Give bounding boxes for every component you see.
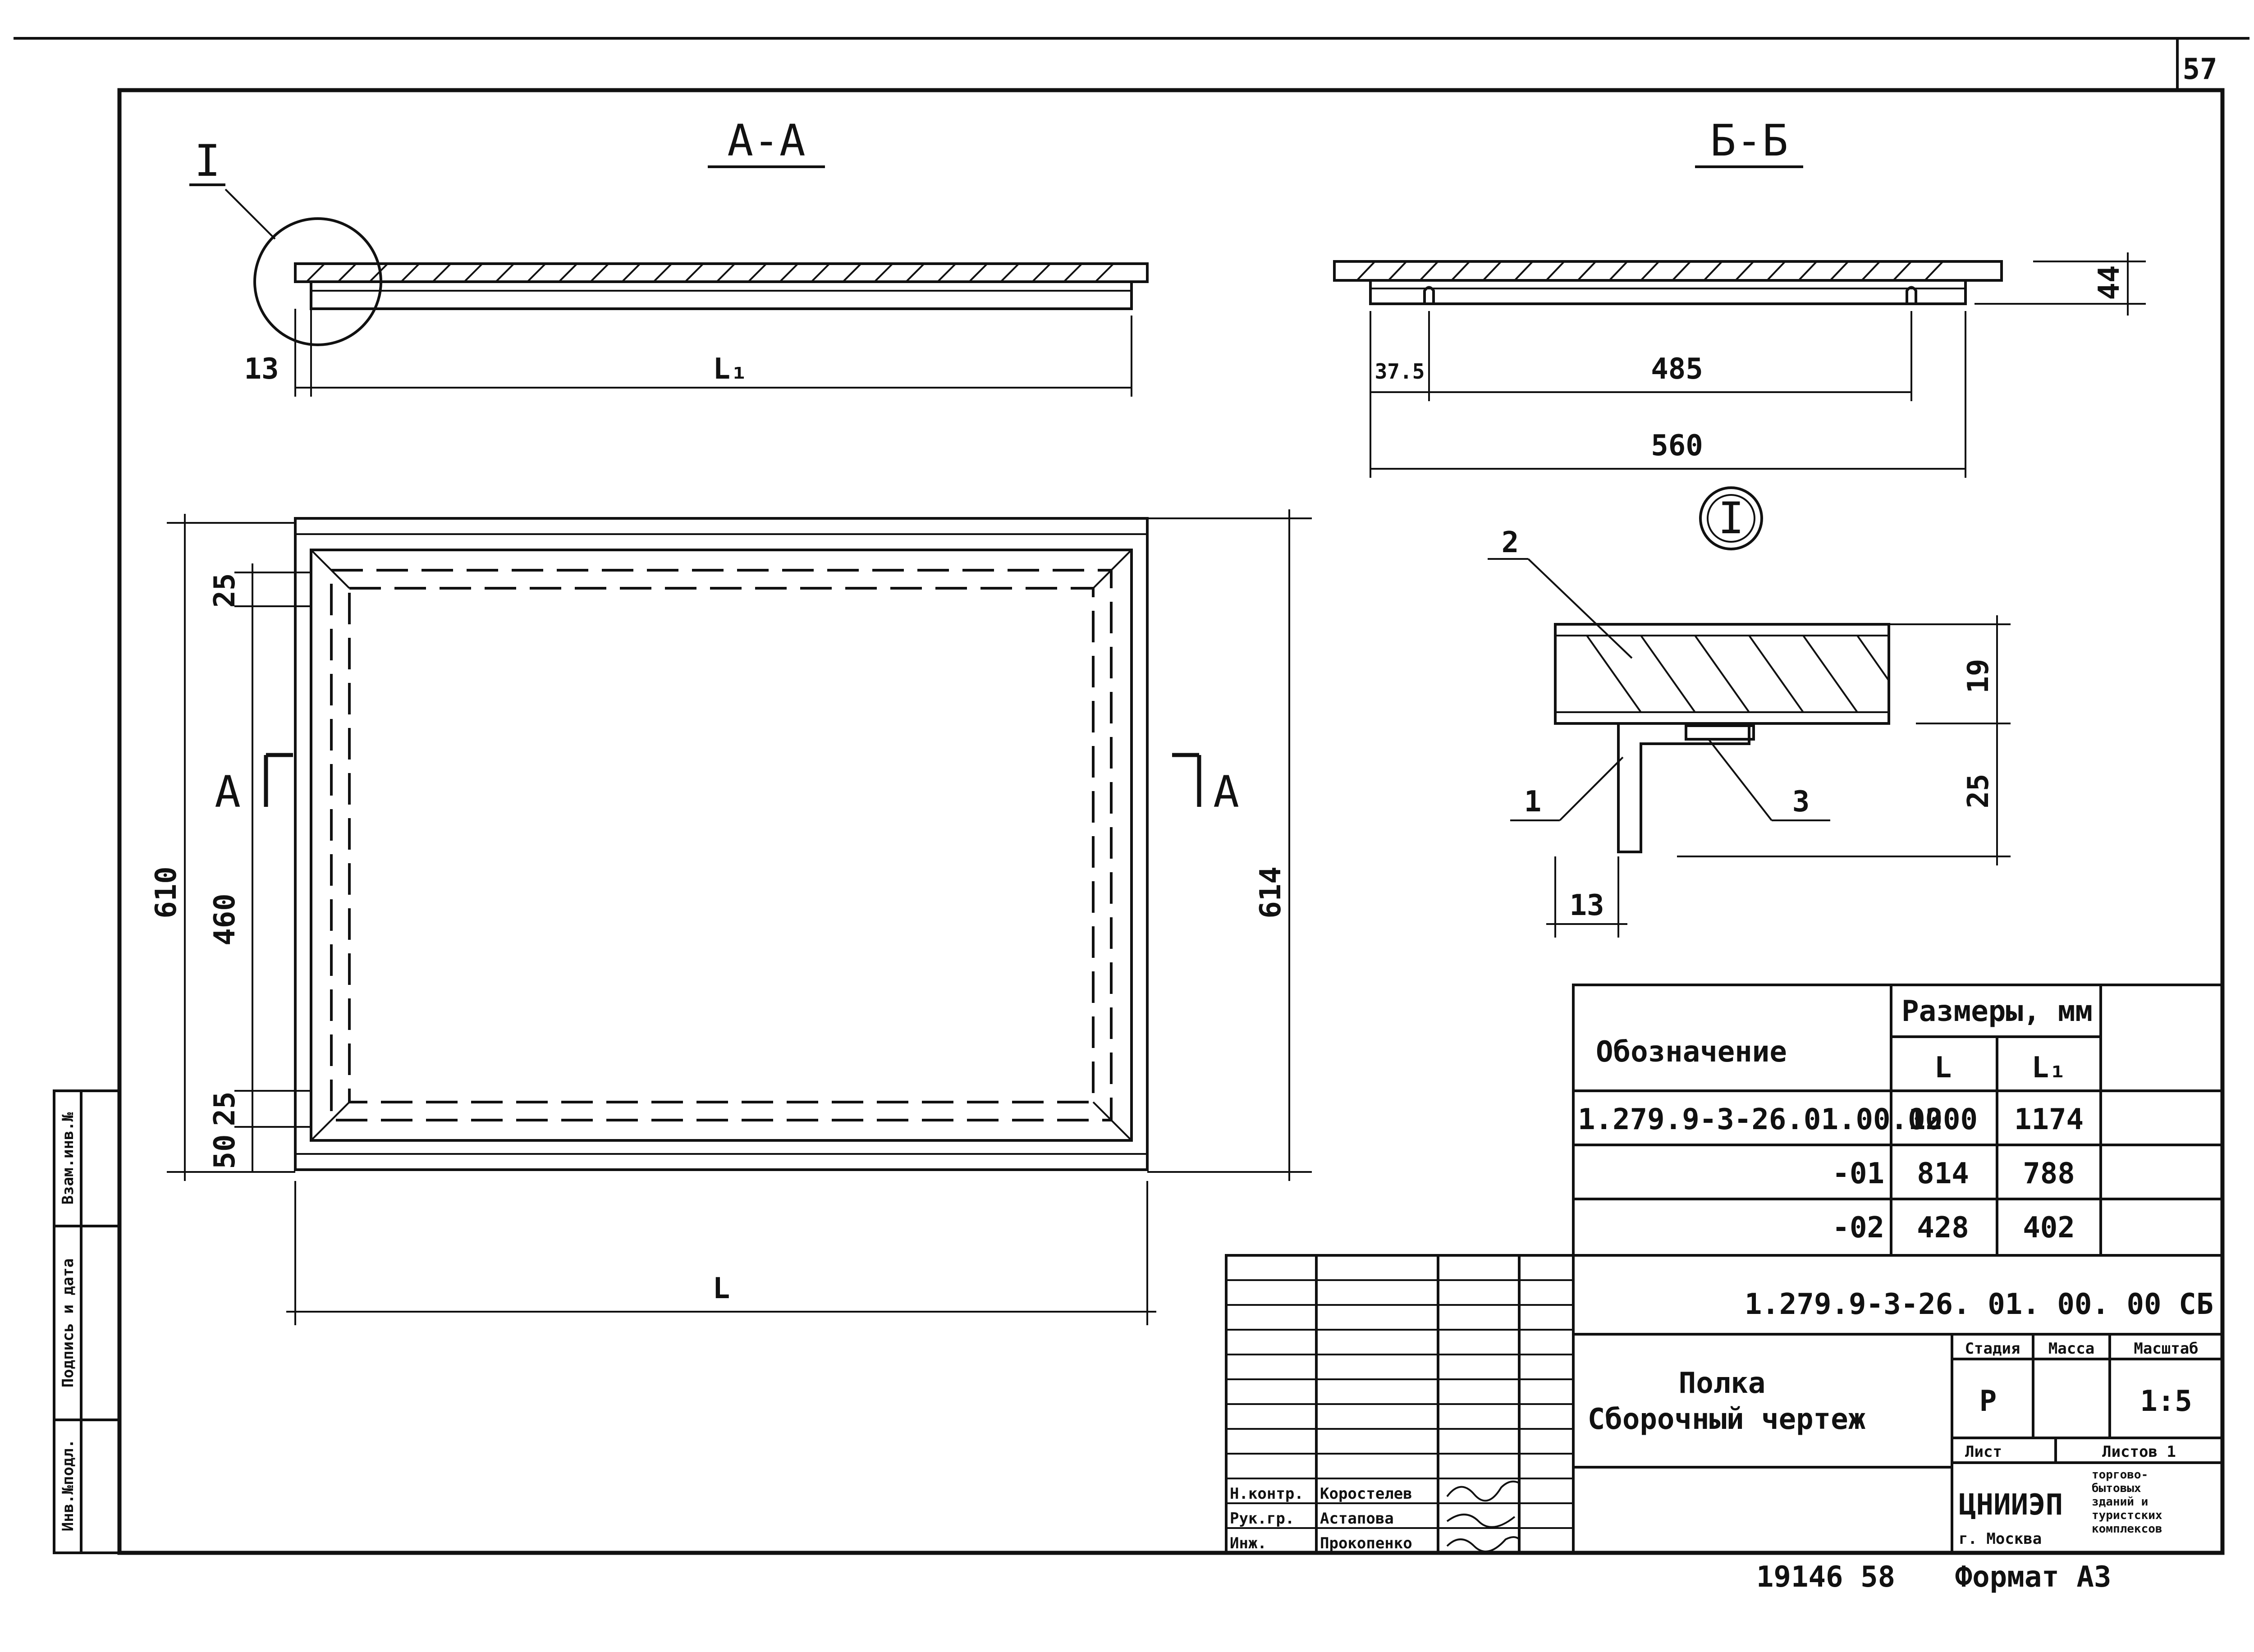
detail-leader-2: 2 [1502, 526, 1519, 559]
stage-value: Р [1979, 1385, 1997, 1418]
mass-label: Масса [2048, 1340, 2094, 1358]
spec-row-1-l1: 788 [2023, 1157, 2075, 1190]
signer-2-name: Прокопенко [1320, 1534, 1412, 1552]
scale-value: 1:5 [2140, 1385, 2192, 1418]
spec-row-1-l: 814 [1917, 1157, 1969, 1190]
detail-dim-19: 19 [1962, 659, 1995, 693]
dim-plan-25-top: 25 [208, 573, 242, 608]
dim-plan-614: 614 [1254, 866, 1287, 919]
org-desc-2: бытовых [2092, 1482, 2141, 1495]
signature-1 [1446, 1514, 1516, 1528]
spec-designation-header: Обозначение [1596, 1035, 1787, 1069]
detail-dim-25: 25 [1962, 773, 1995, 808]
detail-i-label: I [1718, 493, 1744, 544]
dim-plan-50: 50 [208, 1134, 242, 1169]
section-aa: А-А I [189, 115, 1149, 397]
side-stamp-field-1: Инв.№подл. [59, 1439, 77, 1532]
spec-row-2-l1: 402 [2023, 1211, 2075, 1245]
detail-i: I 2 1 3 19 25 13 [1488, 486, 2011, 938]
sheet-number: 57 [2182, 53, 2217, 86]
cut-mark-a-right: A [1213, 767, 1239, 817]
sheet-label: Лист [1965, 1443, 2002, 1461]
spec-row-2-l: 428 [1917, 1211, 1969, 1245]
archive-number: 19146 58 [1756, 1560, 1895, 1594]
dim-bb-560: 560 [1651, 429, 1703, 462]
sheet-format: Формат А3 [1955, 1560, 2112, 1594]
signer-1-name: Астапова [1320, 1510, 1394, 1528]
stage-label: Стадия [1965, 1340, 2020, 1358]
signer-1-role: Рук.гр. [1230, 1510, 1294, 1528]
detail-leader-1: 1 [1524, 785, 1542, 819]
spec-sizes-header: Размеры, мм [1901, 995, 2093, 1028]
org-desc-4: туристских [2092, 1509, 2162, 1522]
callout-i-label: I [194, 136, 220, 186]
plank-hatching-bb [1356, 261, 1944, 281]
dim-aa-l1: L₁ [713, 352, 747, 386]
org-desc-1: торгово- [2092, 1468, 2148, 1482]
doc-code: 1.279.9-3-26. 01. 00. 00 СБ [1745, 1288, 2213, 1321]
spec-row-0-designation: 1.279.9-3-26.01.00.00 [1578, 1103, 1942, 1136]
dim-aa-13: 13 [244, 352, 279, 386]
spec-table: Обозначение Размеры, мм L L₁ 1.279.9-3-2… [1572, 984, 2224, 1257]
section-bb: Б-Б [1333, 115, 2146, 478]
spec-row-2-designation: -02 [1832, 1211, 1884, 1245]
dim-bb-44: 44 [2093, 265, 2126, 300]
plan-view: A A 610 25 460 25 50 614 L [150, 509, 1312, 1325]
dim-bb-37-5: 37.5 [1375, 359, 1425, 384]
sheets-label: Листов 1 [2102, 1443, 2176, 1461]
spec-col-l: L [1934, 1051, 1952, 1085]
signature-2 [1446, 1536, 1520, 1552]
scale-label: Масштаб [2134, 1340, 2198, 1358]
org-city: г. Москва [1959, 1530, 2042, 1548]
side-stamp: Инв.№подл. Подпись и дата Взам.инв.№ [53, 1089, 121, 1554]
signature-0 [1446, 1480, 1520, 1502]
dim-plan-610: 610 [150, 866, 183, 919]
detail-dim-13: 13 [1569, 889, 1604, 922]
detail-leader-3: 3 [1792, 785, 1810, 819]
title-block: Н.контр. Коростелев Рук.гр. Астапова Инж… [1225, 1254, 2224, 1554]
title-line-2: Сборочный чертеж [1588, 1403, 1866, 1436]
side-stamp-field-2: Подпись и дата [59, 1258, 77, 1388]
org-desc-5: комплексов [2092, 1522, 2162, 1536]
section-aa-title: А-А [727, 115, 805, 166]
org-name: ЦНИИЭП [1959, 1488, 2063, 1522]
section-bb-title: Б-Б [1710, 115, 1788, 166]
cut-mark-a-left: A [215, 767, 241, 817]
detail-hatching [1586, 635, 1890, 713]
signer-0-role: Н.контр. [1230, 1485, 1304, 1503]
spec-row-1-designation: -01 [1832, 1157, 1884, 1190]
org-desc-3: зданий и [2092, 1495, 2148, 1509]
sheet-frame [14, 37, 2249, 1555]
dim-plan-25-bot: 25 [208, 1091, 242, 1126]
title-line-1: Полка [1679, 1367, 1766, 1400]
spec-row-0-l: 1200 [1908, 1103, 1978, 1136]
dim-plan-l: L [713, 1272, 730, 1305]
dim-bb-485: 485 [1651, 352, 1703, 386]
signer-0-name: Коростелев [1320, 1485, 1412, 1503]
signer-2-role: Инж. [1230, 1534, 1267, 1552]
spec-row-0-l1: 1174 [2014, 1103, 2084, 1136]
dim-plan-460: 460 [208, 893, 242, 946]
plank-hatching-aa [306, 263, 1114, 283]
spec-col-l1: L₁ [2031, 1051, 2066, 1085]
side-stamp-field-3: Взам.инв.№ [59, 1112, 77, 1204]
